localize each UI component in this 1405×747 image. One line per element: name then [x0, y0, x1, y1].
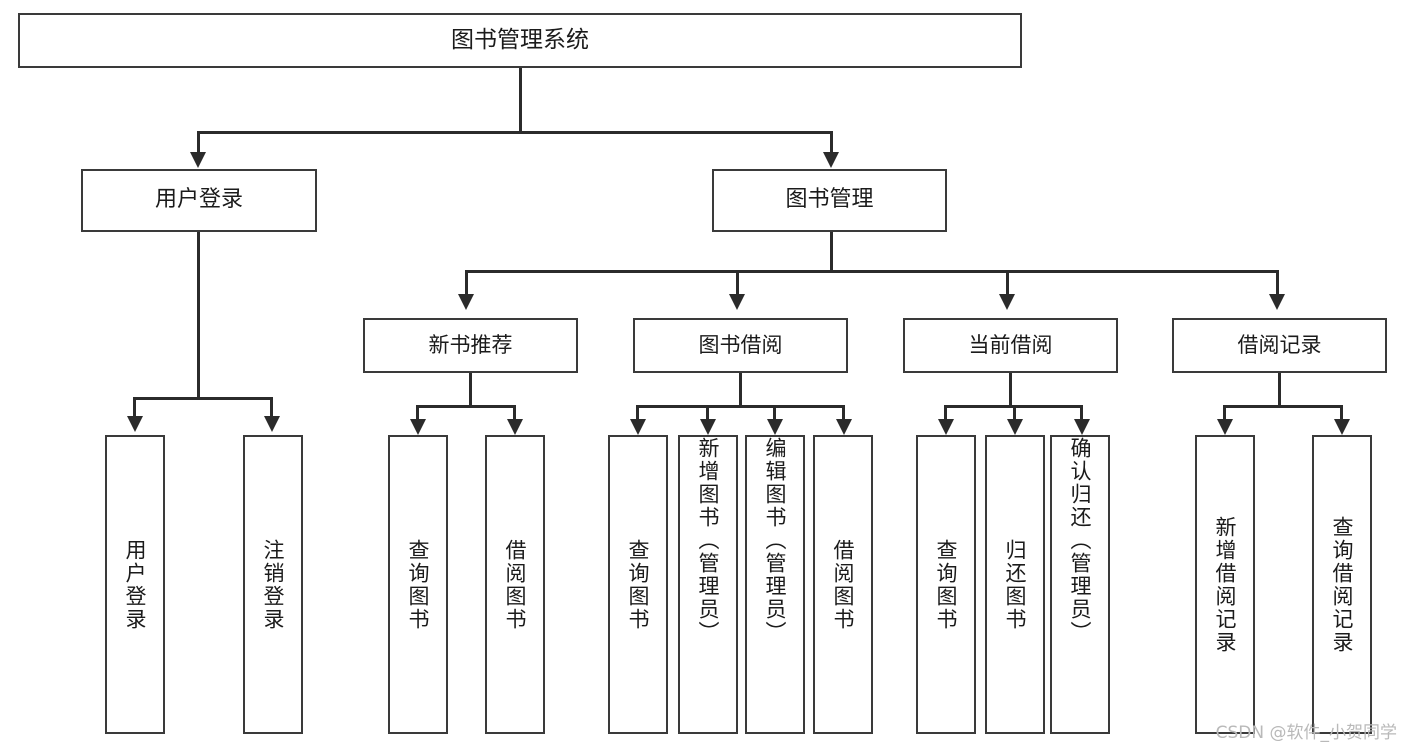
node-label: 借阅记录 [1237, 332, 1322, 357]
node-current-borrow[interactable]: 当前借阅 [903, 318, 1118, 373]
node-new-book-recommend[interactable]: 新书推荐 [363, 318, 578, 373]
connector-book-manage-to-borrow-record [1276, 270, 1279, 295]
connector-new-book-to-leaf-2 [513, 405, 516, 421]
leaf-add-book-admin[interactable]: 新增图书（管理员） [678, 435, 738, 734]
node-user-login[interactable]: 用户登录 [81, 169, 317, 232]
arrowhead-root-to-user-login [190, 152, 206, 168]
connector-book-borrow-to-leaf-1 [636, 405, 639, 421]
node-label: 图书借阅 [698, 332, 783, 357]
connector-book-borrow-to-leaf-4 [842, 405, 845, 421]
connector-book-manage-to-borrow [736, 270, 739, 295]
arrowhead-new-book-to-leaf-1 [410, 419, 426, 435]
arrowhead-book-borrow-to-leaf-1 [630, 419, 646, 435]
connector-borrow-record-to-leaf-1 [1223, 405, 1226, 421]
arrowhead-book-borrow-to-leaf-4 [836, 419, 852, 435]
connector-user-login-stem [197, 232, 200, 400]
connector-book-borrow-stem [739, 373, 742, 407]
connector-new-book-to-leaf-1 [416, 405, 419, 421]
leaf-return-book[interactable]: 归还图书 [985, 435, 1045, 734]
node-label: 用户登录 [154, 187, 243, 213]
connector-new-book-stem [469, 373, 472, 407]
node-label: 查询图书 [934, 538, 959, 631]
node-label: 归还图书 [1003, 538, 1028, 631]
node-book-borrow[interactable]: 图书借阅 [633, 318, 848, 373]
connector-borrow-record-stem [1278, 373, 1281, 407]
node-label: 查询图书 [626, 538, 651, 631]
node-borrow-record[interactable]: 借阅记录 [1172, 318, 1387, 373]
connector-user-login-to-leaf-2 [270, 397, 273, 417]
node-label: 当前借阅 [968, 332, 1053, 357]
connector-book-manage-stem [830, 232, 833, 272]
arrowhead-new-book-to-leaf-2 [507, 419, 523, 435]
leaf-query-borrow-record[interactable]: 查询借阅记录 [1312, 435, 1372, 734]
node-label: 新增图书（管理员） [696, 437, 721, 644]
leaf-add-borrow-record[interactable]: 新增借阅记录 [1195, 435, 1255, 734]
arrowhead-current-borrow-to-leaf-1 [938, 419, 954, 435]
leaf-edit-book-admin[interactable]: 编辑图书（管理员） [745, 435, 805, 734]
connector-current-borrow-to-leaf-2 [1013, 405, 1016, 421]
node-root-library-system[interactable]: 图书管理系统 [18, 13, 1022, 68]
node-label: 注销登录 [261, 538, 286, 631]
connector-root-stem [519, 68, 522, 131]
connector-root-to-book-manage [830, 131, 833, 153]
connector-current-borrow-to-leaf-1 [944, 405, 947, 421]
connector-book-manage-to-new-book [465, 270, 468, 295]
connector-user-login-to-leaf-1 [133, 397, 136, 417]
connector-book-manage-bus [465, 270, 1279, 273]
connector-book-borrow-to-leaf-2 [706, 405, 709, 421]
arrowhead-book-manage-to-borrow [729, 294, 745, 310]
leaf-user-login[interactable]: 用户登录 [105, 435, 165, 734]
connector-root-to-user-login [197, 131, 200, 153]
leaf-borrow-book-newbook[interactable]: 借阅图书 [485, 435, 545, 734]
leaf-confirm-return-admin[interactable]: 确认归还（管理员） [1050, 435, 1110, 734]
leaf-query-book-newbook[interactable]: 查询图书 [388, 435, 448, 734]
arrowhead-book-borrow-to-leaf-2 [700, 419, 716, 435]
connector-user-login-bus [133, 397, 272, 400]
node-label: 借阅图书 [503, 538, 528, 631]
arrowhead-borrow-record-to-leaf-2 [1334, 419, 1350, 435]
arrowhead-book-borrow-to-leaf-3 [767, 419, 783, 435]
arrowhead-borrow-record-to-leaf-1 [1217, 419, 1233, 435]
arrowhead-current-borrow-to-leaf-2 [1007, 419, 1023, 435]
arrowhead-user-login-to-leaf-2 [264, 416, 280, 432]
connector-current-borrow-to-leaf-3 [1080, 405, 1083, 421]
node-label: 编辑图书（管理员） [763, 437, 788, 644]
connector-book-borrow-to-leaf-3 [773, 405, 776, 421]
connector-new-book-bus [416, 405, 515, 408]
node-label: 图书管理系统 [451, 26, 589, 53]
leaf-logout-login[interactable]: 注销登录 [243, 435, 303, 734]
arrowhead-user-login-to-leaf-1 [127, 416, 143, 432]
node-label: 新增借阅记录 [1213, 515, 1238, 654]
leaf-query-book-borrow[interactable]: 查询图书 [608, 435, 668, 734]
connector-book-borrow-bus [636, 405, 845, 408]
leaf-borrow-book[interactable]: 借阅图书 [813, 435, 873, 734]
node-book-management[interactable]: 图书管理 [712, 169, 947, 232]
connector-root-bus [197, 131, 833, 134]
node-label: 新书推荐 [428, 332, 513, 357]
node-label: 查询图书 [406, 538, 431, 631]
connector-borrow-record-bus [1223, 405, 1342, 408]
arrowhead-book-manage-to-current-borrow [999, 294, 1015, 310]
node-label: 查询借阅记录 [1330, 515, 1355, 654]
arrowhead-book-manage-to-new-book [458, 294, 474, 310]
connector-borrow-record-to-leaf-2 [1340, 405, 1343, 421]
connector-current-borrow-stem [1009, 373, 1012, 407]
arrowhead-root-to-book-manage [823, 152, 839, 168]
leaf-query-book-current[interactable]: 查询图书 [916, 435, 976, 734]
arrowhead-book-manage-to-borrow-record [1269, 294, 1285, 310]
node-label: 确认归还（管理员） [1068, 437, 1093, 644]
node-label: 图书管理 [785, 187, 874, 213]
connector-book-manage-to-current-borrow [1006, 270, 1009, 295]
node-label: 借阅图书 [831, 538, 856, 631]
node-label: 用户登录 [123, 538, 148, 631]
watermark: CSDN @软件_小贺同学 [1215, 723, 1397, 743]
arrowhead-current-borrow-to-leaf-3 [1074, 419, 1090, 435]
